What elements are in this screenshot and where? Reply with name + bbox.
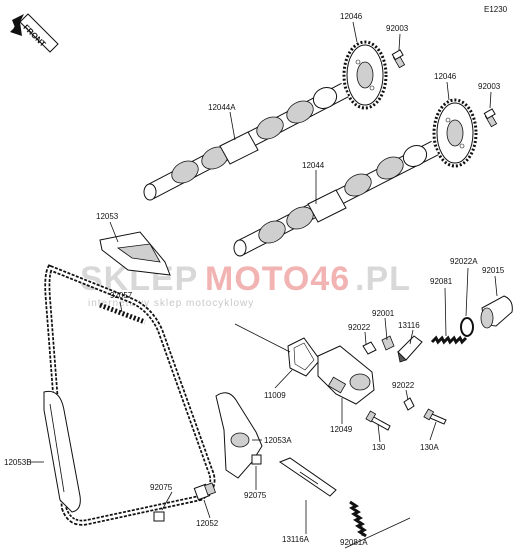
gasket-nut — [381, 335, 395, 351]
tensioner-cap — [480, 295, 513, 329]
washer-lower — [403, 397, 415, 411]
tensioner-rod — [278, 457, 337, 497]
label-sprocket-lower: 12046 — [434, 72, 457, 81]
sprocket-bolt-upper — [391, 49, 406, 69]
label-camshaft: 12044 — [302, 161, 325, 170]
spring-upper — [430, 335, 468, 345]
label-sprocket-upper: 12046 — [340, 12, 363, 21]
watermark-tagline: internetowy sklep motocyklowy — [88, 298, 254, 309]
label-washer-small: 92022 — [348, 323, 371, 332]
label-camshaft-a: 12044A — [208, 103, 236, 112]
leader-lines — [30, 21, 498, 549]
label-plunger: 13116 — [398, 321, 420, 330]
label-stopper: 12052 — [196, 519, 219, 528]
label-rod: 13116A — [282, 535, 310, 544]
label-gasket: 11009 — [264, 391, 286, 400]
label-washer-lower: 92022 — [392, 381, 415, 390]
diagram-code: E1230 — [484, 5, 508, 14]
label-bolt-lower: 92003 — [478, 82, 501, 91]
watermark: SKLEP MOTO46 .PL internetowy sklep motoc… — [80, 260, 411, 309]
watermark-brand-suffix: .PL — [355, 260, 411, 298]
label-bolt-130a: 130A — [420, 443, 439, 452]
label-collar-left: 92075 — [150, 483, 173, 492]
tensioner-plunger — [397, 335, 423, 363]
label-guide-left: 12053B — [4, 458, 32, 467]
chain-guide-top — [99, 231, 171, 276]
spring-lower — [349, 500, 367, 538]
label-guide-right: 12053A — [264, 436, 292, 445]
bolt-130 — [365, 410, 391, 431]
collar-left — [153, 511, 165, 522]
tensioner-gasket — [287, 337, 321, 377]
sprocket-bolt-lower — [483, 108, 498, 128]
label-spring-lower: 92081A — [340, 538, 368, 547]
label-chain-guide-top: 12053 — [96, 212, 119, 221]
label-spring-upper: 92081 — [430, 277, 453, 286]
part-labels: 12046 92003 12046 92003 12044A 12044 120… — [4, 12, 505, 547]
cam-sprocket-upper — [342, 40, 388, 110]
label-bolt-130: 130 — [372, 443, 386, 452]
label-washer-a: 92022A — [450, 257, 478, 266]
label-bolt-upper: 92003 — [386, 24, 409, 33]
label-gasket-nut: 92001 — [372, 309, 395, 318]
label-tensioner-cap: 92015 — [482, 266, 505, 275]
label-chain: 92057 — [110, 291, 133, 300]
front-arrow-icon: FRONT — [10, 13, 59, 53]
camshaft-intake — [233, 140, 439, 257]
label-tensioner-body: 12049 — [330, 425, 353, 434]
watermark-brand-red: MOTO46 — [205, 260, 350, 298]
cam-sprocket-lower — [432, 98, 478, 168]
chain-guide-left — [43, 390, 81, 513]
washer-small — [362, 341, 377, 355]
chain-guide-right — [215, 392, 263, 479]
collar-right — [251, 454, 262, 465]
washer-a — [460, 317, 474, 337]
stopper — [193, 482, 216, 501]
label-collar-right: 92075 — [244, 491, 267, 500]
bolt-130a — [423, 408, 447, 425]
tensioner-body — [317, 345, 375, 405]
camshaft-exhaust — [143, 82, 349, 201]
